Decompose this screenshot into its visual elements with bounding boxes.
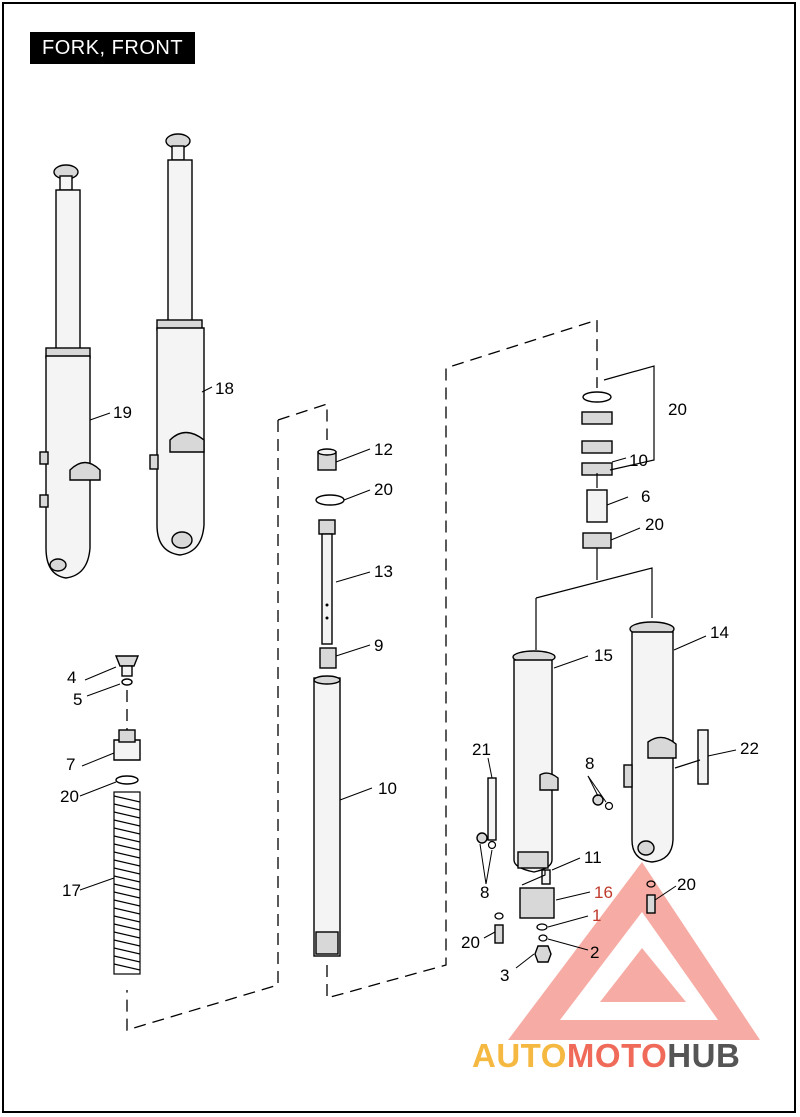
callout-6: 6 (641, 487, 650, 506)
callout-16: 16 (594, 883, 613, 902)
callout-8-right: 8 (585, 754, 594, 773)
callout-17: 17 (62, 881, 81, 900)
callout-1: 1 (592, 906, 601, 925)
callout-10-tube: 10 (378, 779, 397, 798)
axle-cap-hardware (476, 777, 656, 963)
callout-13: 13 (374, 562, 393, 581)
fork-assembly-18 (149, 133, 205, 556)
callout-3: 3 (500, 966, 509, 985)
callout-11: 11 (584, 848, 602, 867)
damper-rod-group (313, 448, 345, 957)
page-title: FORK, FRONT (30, 32, 196, 64)
callout-20-spring: 20 (60, 787, 79, 806)
watermark-part-moto: MOTO (566, 1037, 668, 1074)
callout-20-bracket: 20 (668, 400, 687, 419)
spring-group (113, 655, 141, 975)
callout-20-right-bolt: 20 (677, 875, 696, 894)
callout-labels: 19 18 12 20 13 9 10 4 5 7 20 17 20 10 6 … (60, 379, 759, 985)
callout-20-left-bolt: 20 (461, 933, 480, 952)
callout-19: 19 (113, 403, 132, 422)
callout-7: 7 (66, 755, 75, 774)
leader-lines (79, 386, 737, 969)
callout-8-left: 8 (480, 883, 489, 902)
callout-14: 14 (710, 623, 729, 642)
callout-10-bushing: 10 (629, 451, 648, 470)
callout-22: 22 (740, 739, 759, 758)
bracket-lines (521, 365, 701, 886)
watermark-part-hub: HUB (667, 1037, 741, 1074)
callout-9: 9 (374, 636, 383, 655)
callout-5: 5 (73, 690, 82, 709)
fork-slider-15 (512, 650, 559, 873)
assembly-dashed-lines (126, 319, 598, 1031)
callout-20-damper: 20 (374, 480, 393, 499)
callout-2: 2 (590, 943, 599, 962)
watermark-text: AUTOMOTOHUB (472, 1037, 740, 1075)
callout-12: 12 (374, 440, 393, 459)
callout-21: 21 (472, 740, 491, 759)
watermark-part-auto: AUTO (472, 1037, 567, 1074)
callout-20-bushing: 20 (645, 515, 664, 534)
watermark-logo-icon (508, 862, 760, 1040)
callout-18: 18 (215, 379, 234, 398)
bushing-group (581, 391, 613, 549)
callout-4: 4 (67, 668, 76, 687)
coil-spring-icon (113, 795, 141, 971)
fork-assembly-19 (39, 164, 101, 579)
fork-slider-14 (623, 621, 709, 863)
callout-15: 15 (594, 646, 613, 665)
